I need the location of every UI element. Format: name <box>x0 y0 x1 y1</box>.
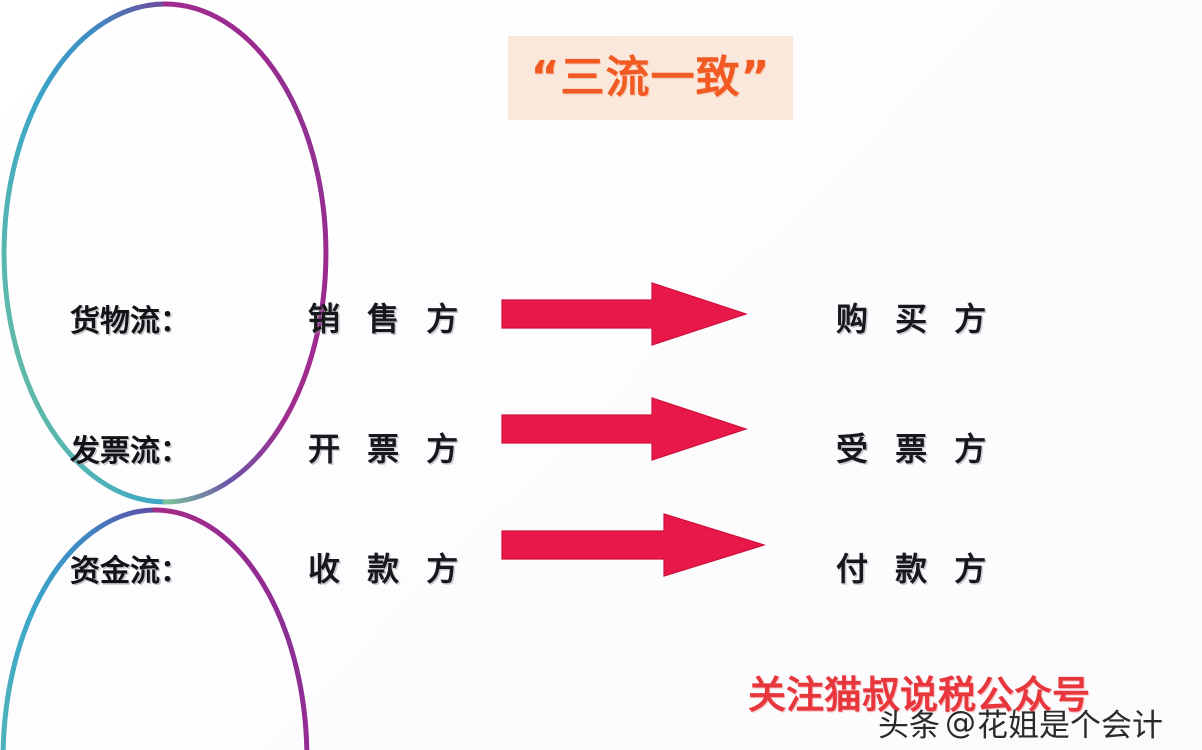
left-party-invoice-issuer: 开 票 方 <box>308 430 467 468</box>
flow-arrow-icon-funds <box>501 513 767 577</box>
page-title: “三流一致” <box>530 52 771 103</box>
watermark-brand: 头条 <box>878 708 940 744</box>
right-party-buyer: 购 买 方 <box>836 300 995 338</box>
right-party-payer: 付 款 方 <box>836 550 995 588</box>
left-party-payee: 收 款 方 <box>308 550 467 588</box>
watermark: 头条 @ 花姐是个会计 <box>878 700 1163 745</box>
right-party-invoice-receiver: 受 票 方 <box>836 430 995 468</box>
watermark-handle: 花姐是个会计 <box>977 708 1163 744</box>
right-ellipse-icon <box>0 507 310 750</box>
watermark-at-symbol: @ <box>945 704 976 741</box>
promo-text: 关注猫叔说税公众号 <box>748 673 1091 717</box>
title-banner: “三流一致” <box>508 36 793 120</box>
flow-label-goods: 货物流： <box>70 304 190 339</box>
flow-label-funds: 资金流： <box>70 554 190 589</box>
right-ellipse-group <box>0 506 320 750</box>
flow-arrow-icon-goods <box>501 282 748 346</box>
flow-arrow-icon-invoice <box>501 397 748 461</box>
flow-label-invoice: 发票流： <box>70 434 190 469</box>
left-party-seller: 销 售 方 <box>308 300 467 338</box>
